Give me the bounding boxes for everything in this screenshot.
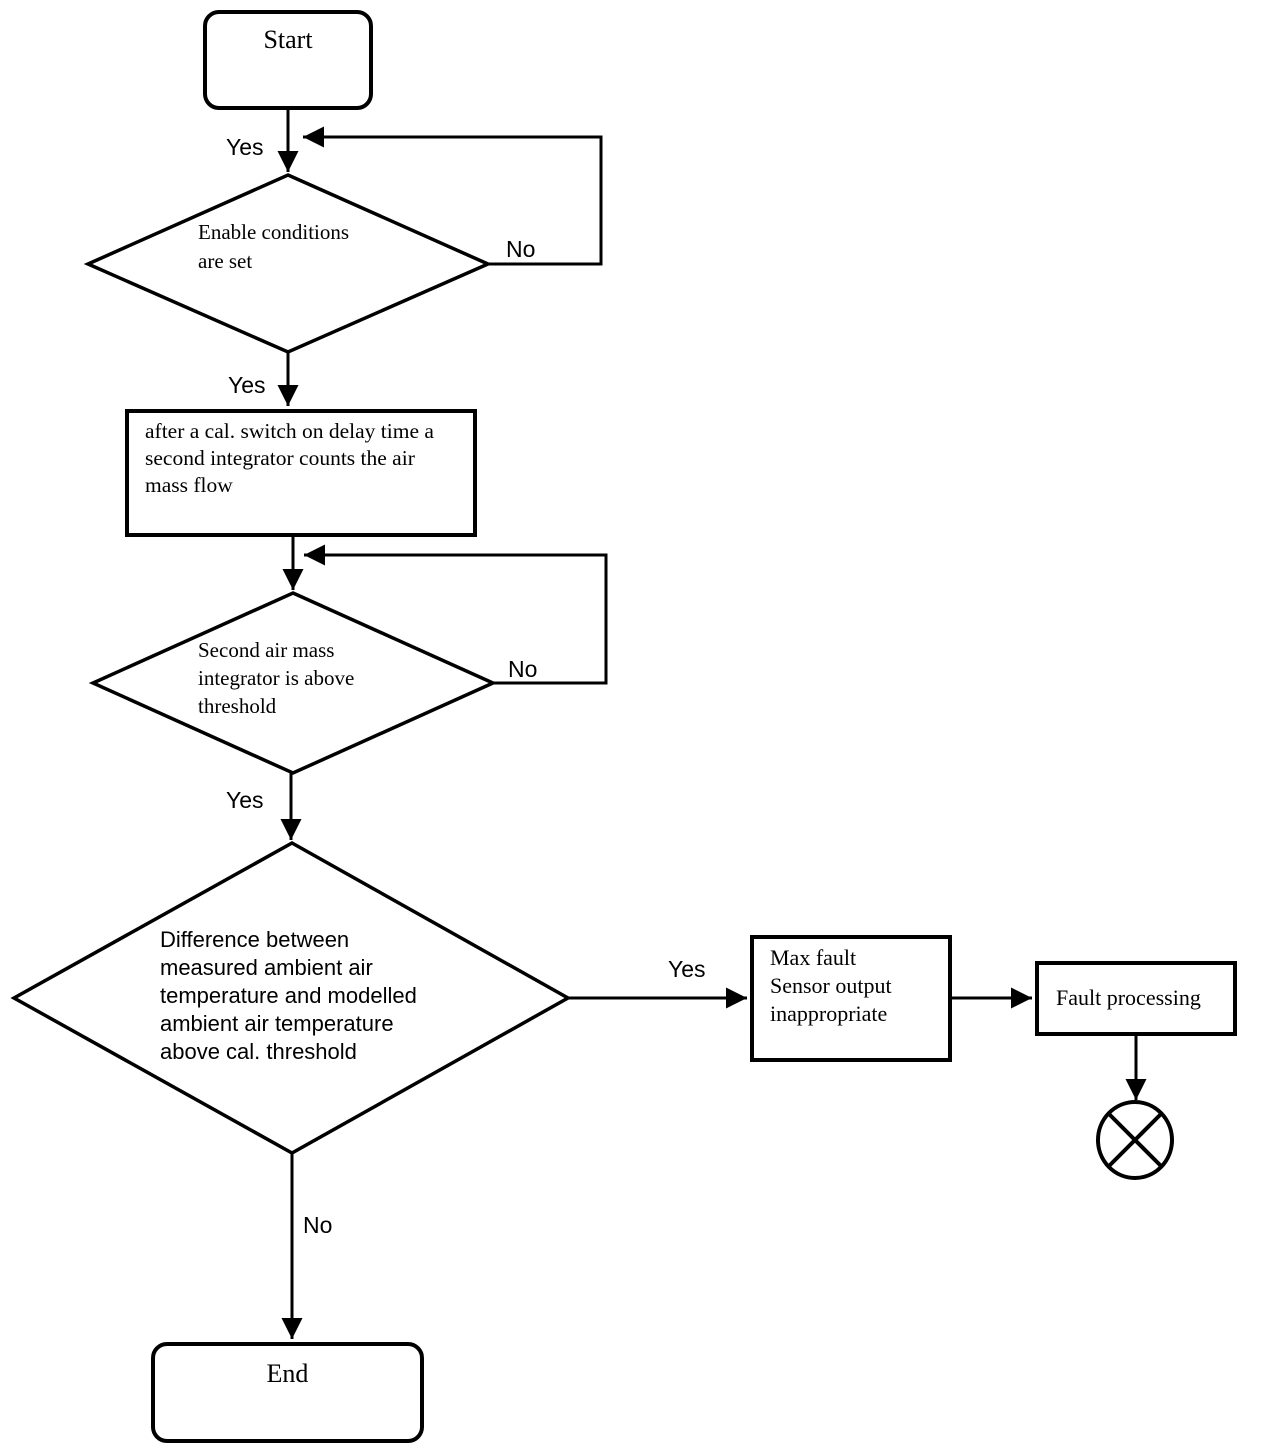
edge-label-enable-yes: Yes xyxy=(228,372,266,398)
start-node xyxy=(203,10,373,110)
edge-enable-no-loop xyxy=(303,126,603,266)
edge-label-temp-diff-no: No xyxy=(303,1212,333,1238)
decision-integrator-threshold-shape xyxy=(88,591,498,775)
edge-label-temp-diff-yes: Yes xyxy=(668,956,706,982)
process-fault-processing-label: Fault processing xyxy=(1056,985,1201,1010)
process-air-mass-count-node xyxy=(125,409,477,537)
crossed-circle-terminator xyxy=(1096,1100,1174,1180)
process-fault-processing-node xyxy=(1035,961,1237,1036)
process-max-fault-label: Max fault Sensor output inappropriate xyxy=(770,945,892,1026)
end-node-label: End xyxy=(266,1359,309,1388)
process-max-fault-node xyxy=(750,935,952,1062)
decision-integrator-threshold-label: Second air mass integrator is above thre… xyxy=(198,638,355,718)
edge-integrator-no-loop xyxy=(304,544,608,685)
edge-label-integrator-yes: Yes xyxy=(226,787,264,813)
end-node xyxy=(151,1342,424,1443)
edge-label-integrator-no: No xyxy=(508,656,538,682)
decision-temp-difference-label: Difference between measured ambient air … xyxy=(160,927,417,1064)
edge-label-loop-enable-yes: Yes xyxy=(226,134,264,160)
edge-label-enable-no: No xyxy=(506,236,536,262)
process-air-mass-count-label: after a cal. switch on delay time a seco… xyxy=(145,419,434,497)
start-node-label: Start xyxy=(263,25,313,54)
decision-enable-label: Enable conditions are set xyxy=(198,220,350,273)
